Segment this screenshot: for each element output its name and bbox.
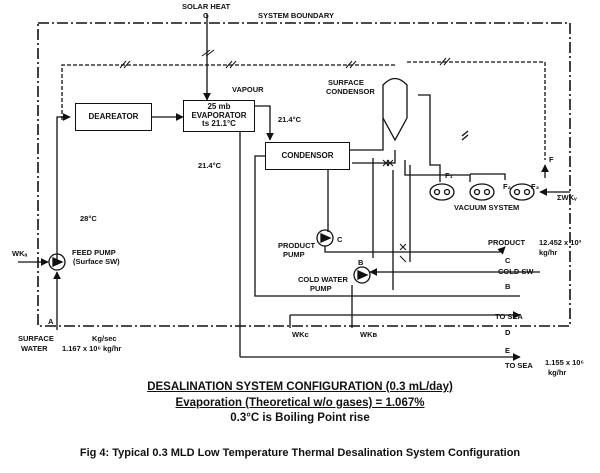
evaporator-line2: EVAPORATOR <box>191 110 247 120</box>
diagram-title: DESALINATION SYSTEM CONFIGURATION (0.3 m… <box>147 381 453 393</box>
temp-21-4-a: 21.4°C <box>278 115 302 124</box>
sea-flow-2: kg/hr <box>548 368 567 377</box>
wka-label: WKₐ <box>12 249 28 258</box>
vapour-label: VAPOUR <box>232 85 264 94</box>
vacuum-f3 <box>509 183 535 201</box>
surface-condensor-vessel <box>382 77 408 142</box>
vacuum-f1 <box>429 183 455 201</box>
f1-label: F₁ <box>445 171 453 180</box>
product-line-label: PRODUCT <box>488 238 526 247</box>
to-sea-d-label: TO SEA <box>495 312 523 321</box>
sea-flow-1: 1.155 x 10⁶ <box>545 358 584 367</box>
cold-water-pump-label-2: PUMP <box>310 284 332 293</box>
c-line-label: C <box>505 256 511 265</box>
to-sea-e-label: TO SEA <box>505 361 533 370</box>
feed-line <box>56 113 71 262</box>
wkc-label: WKᴄ <box>292 330 309 339</box>
temp-21-4-b: 21.4°C <box>198 161 222 170</box>
evaporator-box: 25 mb EVAPORATOR ts 21.1°C <box>183 100 255 132</box>
wkb-label: WKʙ <box>360 330 378 339</box>
vapour-line <box>255 105 274 141</box>
feed-pump-label-1: FEED PUMP <box>72 248 116 257</box>
kg-sec-label: Kg/sec <box>92 334 117 343</box>
product-line <box>324 246 506 255</box>
feed-pump <box>48 253 66 271</box>
cold-water-pump-label-1: COLD WATER <box>298 275 348 284</box>
system-boundary-label: SYSTEM BOUNDARY <box>258 11 334 20</box>
b-pump-label: B <box>358 258 364 267</box>
condensor-box: CONDENSOR <box>265 142 350 170</box>
c-pump-label: C <box>337 235 343 244</box>
f2-label: F₂ <box>503 182 511 191</box>
diagram-note: 0.3°C is Boiling Point rise <box>230 412 370 424</box>
surface-condensor-label-2: CONDENSOR <box>326 87 375 96</box>
deareator-label: DEAREATOR <box>88 111 139 121</box>
feed-pump-label-2: (Surface SW) <box>73 257 120 266</box>
vacuum-f2 <box>469 183 495 201</box>
product-pump-label-1: PRODUCT <box>278 241 316 250</box>
surface-water-label-1: SURFACE <box>18 334 54 343</box>
e-line-label: E <box>505 346 511 355</box>
product-pump-label-2: PUMP <box>283 250 305 259</box>
surface-water-label-2: WATER <box>21 344 48 353</box>
g-label: G <box>203 11 209 20</box>
diagram-subtitle: Evaporation (Theoretical w/o gases) = 1.… <box>175 397 425 409</box>
temp-28: 28°C <box>80 214 97 223</box>
f3-label: F₃ <box>531 182 540 191</box>
product-flow-2: kg/hr <box>539 248 558 257</box>
solar-heat-label: SOLAR HEAT <box>182 2 231 11</box>
f-label: F <box>549 155 554 164</box>
d-line-label: D <box>505 328 511 337</box>
product-flow-1: 12.452 x 10³ <box>539 238 582 247</box>
vacuum-system-label: VACUUM SYSTEM <box>454 203 520 212</box>
condensor-label: CONDENSOR <box>281 150 334 160</box>
evaporator-line1: 25 mb <box>207 102 231 112</box>
b-line-label: B <box>505 282 511 291</box>
sigma-wkv-label: ΣWKᵥ <box>557 193 577 202</box>
top-vent-right <box>407 61 546 160</box>
top-vent-line <box>61 64 395 120</box>
system-boundary <box>37 22 571 327</box>
cold-sw-label: COLD SW <box>498 267 534 276</box>
evaporator-line3: ts 21.1°C <box>202 119 236 129</box>
figure-caption: Fig 4: Typical 0.3 MLD Low Temperature T… <box>79 447 521 459</box>
deareator-box: DEAREATOR <box>75 103 152 131</box>
feed-flow-label: 1.167 x 10⁶ kg/hr <box>62 344 122 353</box>
a-line-label: A <box>48 317 54 326</box>
surface-condensor-label-1: SURFACE <box>328 78 364 87</box>
